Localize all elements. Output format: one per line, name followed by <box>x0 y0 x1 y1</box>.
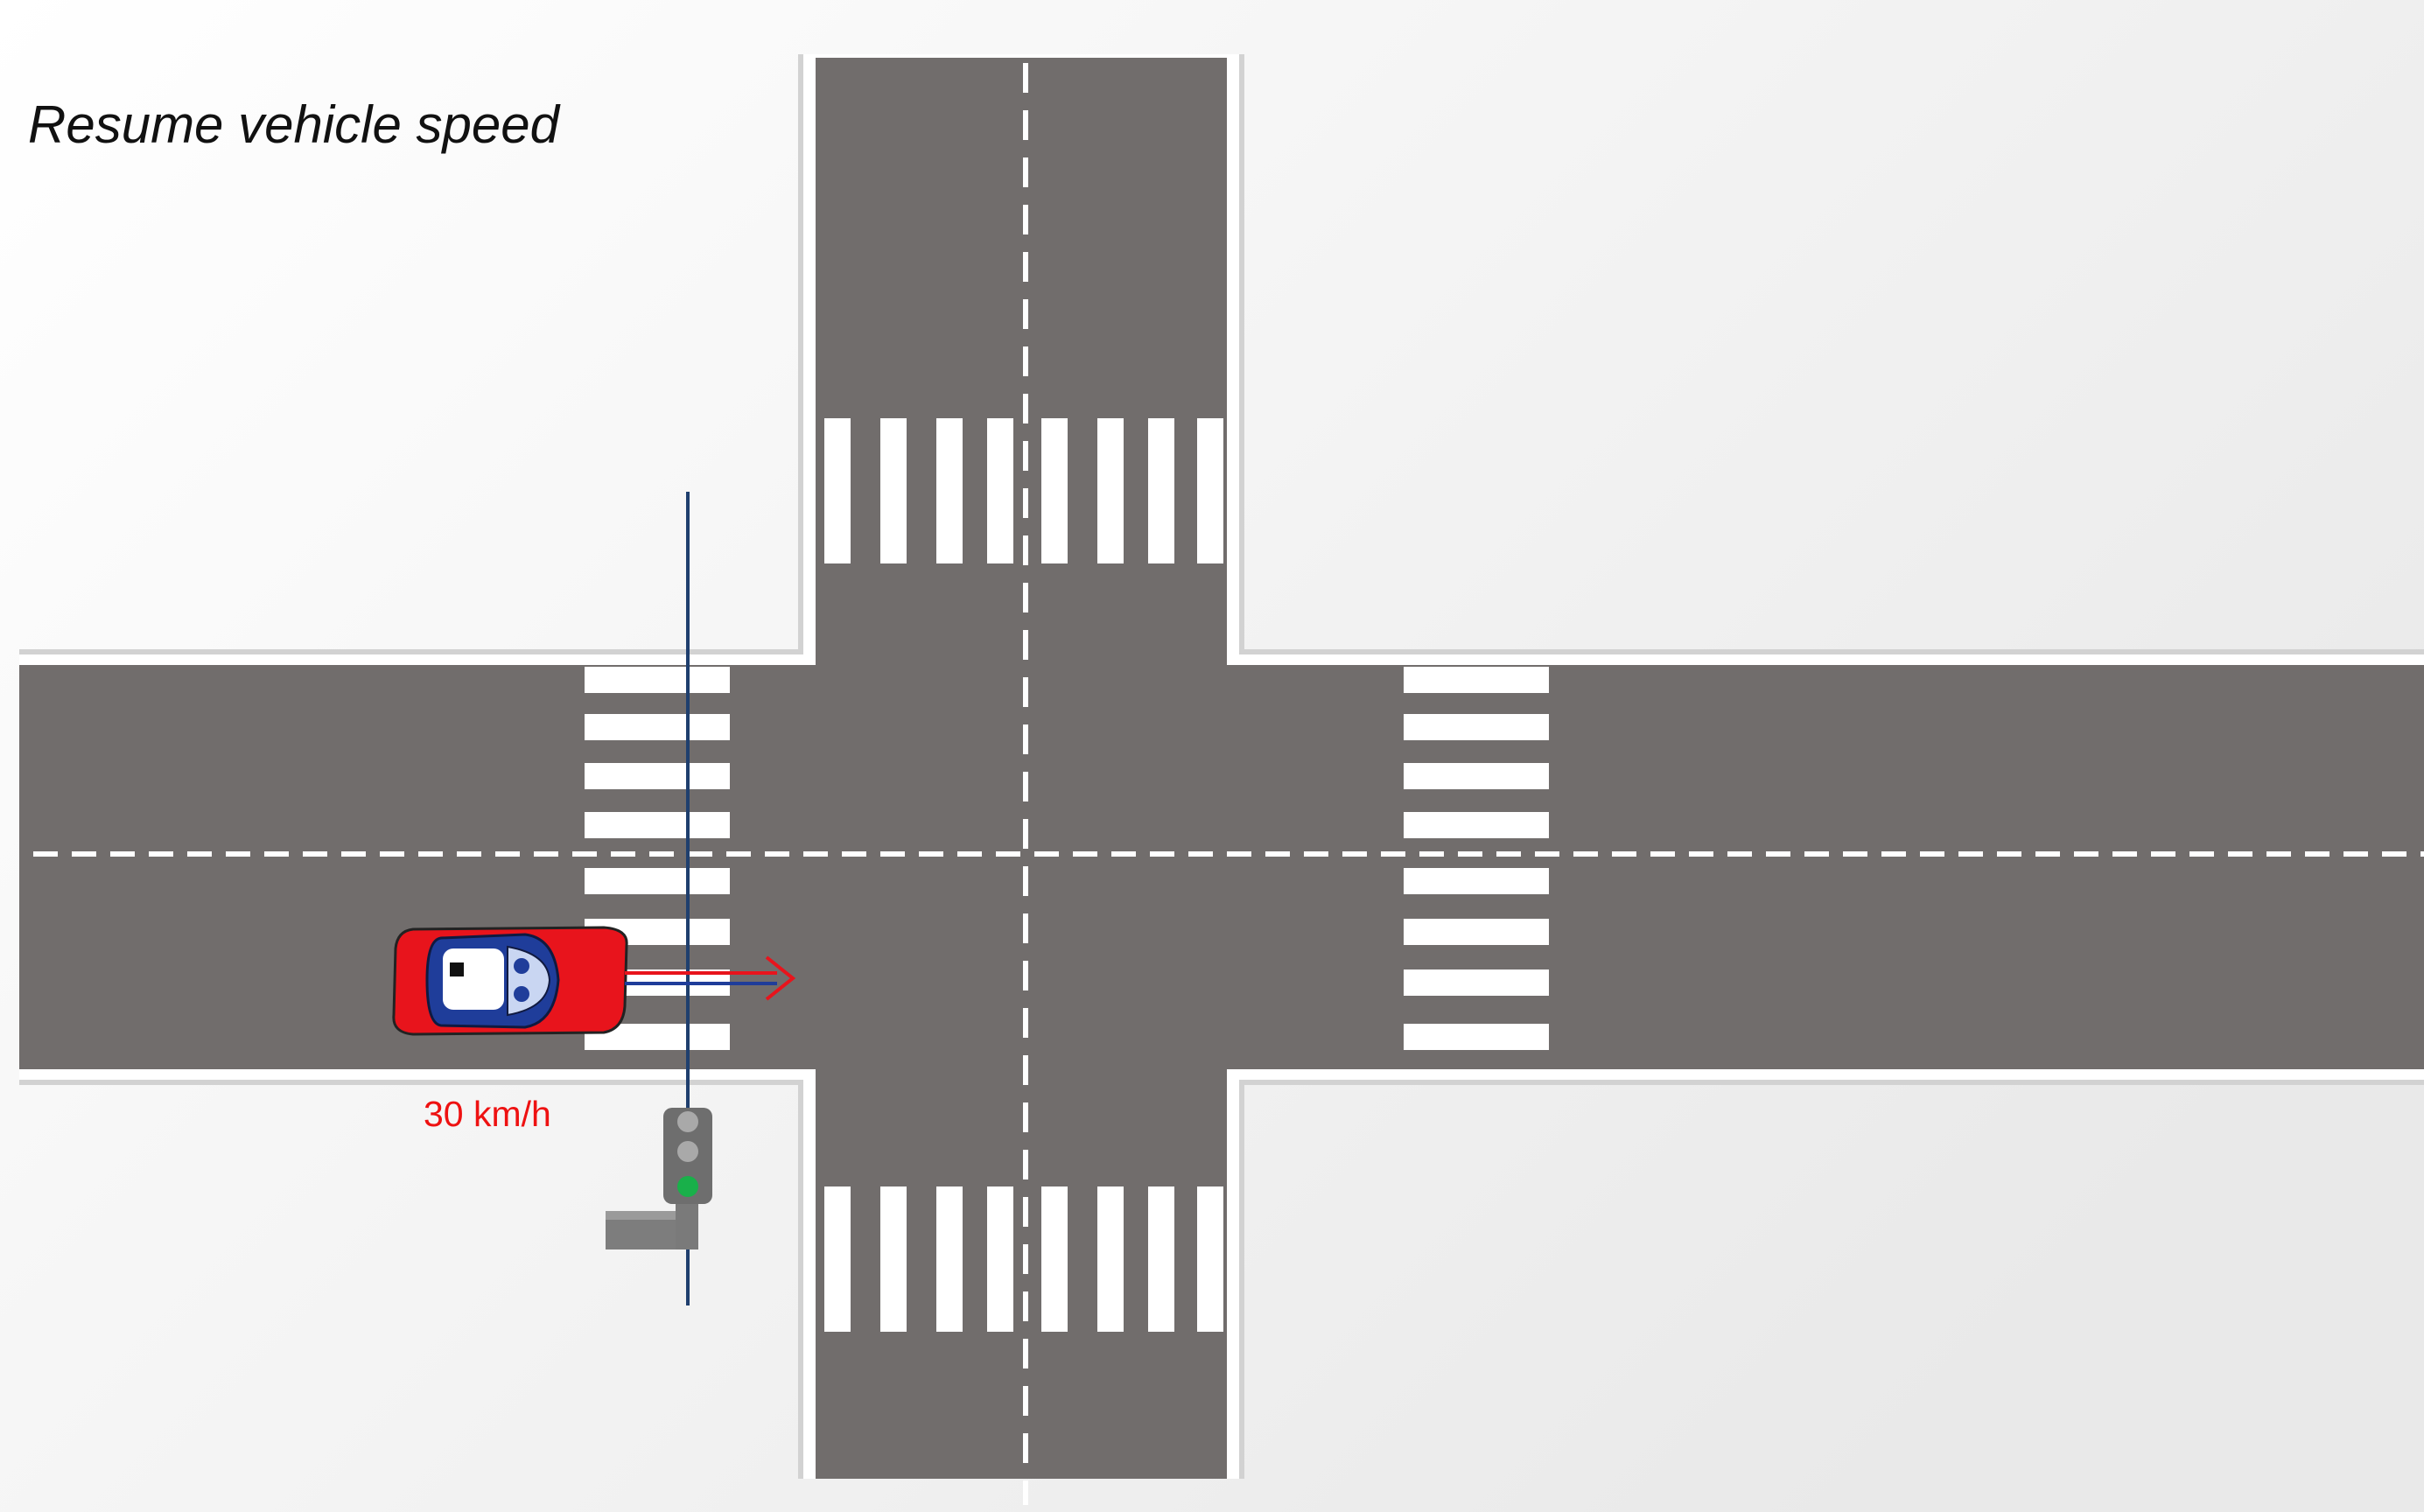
crosswalk-east <box>1404 667 1549 1050</box>
crosswalk-stripe <box>987 418 1013 564</box>
crosswalk-stripe <box>1404 919 1549 945</box>
crosswalk-stripe <box>1197 1186 1223 1332</box>
crosswalk-stripe <box>824 418 851 564</box>
crosswalk-stripe <box>1148 418 1174 564</box>
crosswalk-stripe <box>1097 1186 1124 1332</box>
crosswalk-stripe <box>1404 1024 1549 1050</box>
crosswalk-stripe <box>1041 1186 1068 1332</box>
crosswalk-stripe <box>585 812 730 838</box>
crosswalk-stripe <box>585 763 730 789</box>
car <box>392 926 628 1036</box>
crosswalk-north <box>824 418 1223 564</box>
signal-light-top <box>677 1111 698 1132</box>
crosswalk-stripe <box>1097 418 1124 564</box>
car-roof <box>443 948 504 1010</box>
crosswalk-stripe <box>585 667 730 693</box>
crosswalk-stripe <box>1404 714 1549 740</box>
signal-light-green <box>677 1176 698 1197</box>
crosswalk-stripe <box>936 1186 963 1332</box>
crosswalk-stripe <box>1404 812 1549 838</box>
crosswalk-stripe <box>585 868 730 894</box>
signal-pole <box>676 1200 698 1250</box>
crosswalk-stripe <box>880 418 907 564</box>
traffic-signal <box>606 1108 712 1250</box>
crosswalk-stripe <box>1148 1186 1174 1332</box>
crosswalk-stripe <box>585 714 730 740</box>
crosswalk-stripe <box>1197 418 1223 564</box>
crosswalk-stripe <box>936 418 963 564</box>
signal-light-middle <box>677 1141 698 1162</box>
signal-base-box <box>606 1218 676 1250</box>
crosswalk-stripe <box>987 1186 1013 1332</box>
speed-label: 30 km/h <box>424 1094 551 1134</box>
direction-arrow <box>625 956 796 1001</box>
crosswalk-stripe <box>1404 970 1549 996</box>
crosswalk-stripe <box>1404 868 1549 894</box>
crosswalk-stripe <box>1041 418 1068 564</box>
crosswalk-stripe <box>1404 763 1549 789</box>
crosswalk-stripe <box>824 1186 851 1332</box>
road-surface <box>19 58 2424 1479</box>
diagram-title: Resume vehicle speed <box>28 95 560 154</box>
crosswalk-south <box>824 1186 1223 1332</box>
crosswalk-stripe <box>1404 667 1549 693</box>
crosswalk-stripe <box>880 1186 907 1332</box>
